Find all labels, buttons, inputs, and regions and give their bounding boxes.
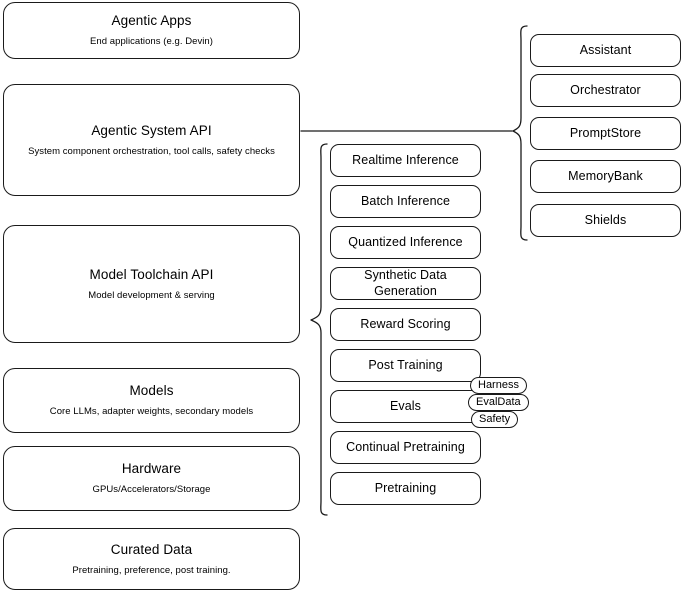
eval-pill-harness[interactable]: Harness bbox=[470, 377, 527, 394]
layer-box-model-toolchain-api[interactable]: Model Toolchain API Model development & … bbox=[3, 225, 300, 343]
capability-post-training[interactable]: Post Training bbox=[330, 349, 481, 382]
component-label: MemoryBank bbox=[568, 168, 643, 183]
layer-title: Agentic System API bbox=[91, 122, 212, 138]
layer-subtitle: End applications (e.g. Devin) bbox=[90, 36, 213, 47]
layer-subtitle: Core LLMs, adapter weights, secondary mo… bbox=[49, 406, 254, 417]
capability-pretraining[interactable]: Pretraining bbox=[330, 472, 481, 505]
component-promptstore[interactable]: PromptStore bbox=[530, 117, 681, 150]
component-label: PromptStore bbox=[569, 125, 642, 140]
layer-subtitle: GPUs/Accelerators/Storage bbox=[92, 484, 211, 495]
component-shields[interactable]: Shields bbox=[530, 204, 681, 237]
eval-pill-label: Safety bbox=[479, 412, 511, 425]
eval-pill-label: Harness bbox=[478, 378, 519, 391]
component-label: Assistant bbox=[579, 42, 632, 57]
capability-label: Realtime Inference bbox=[352, 152, 459, 167]
component-memorybank[interactable]: MemoryBank bbox=[530, 160, 681, 193]
capability-realtime-inference[interactable]: Realtime Inference bbox=[330, 144, 481, 177]
layer-title: Agentic Apps bbox=[111, 13, 192, 29]
layer-box-models[interactable]: Models Core LLMs, adapter weights, secon… bbox=[3, 368, 300, 433]
capability-quantized-inference[interactable]: Quantized Inference bbox=[330, 226, 481, 259]
layer-subtitle: System component orchestration, tool cal… bbox=[28, 145, 275, 157]
capability-label: Quantized Inference bbox=[348, 234, 463, 249]
layer-title: Model Toolchain API bbox=[89, 266, 214, 282]
layer-box-agentic-system-api[interactable]: Agentic System API System component orch… bbox=[3, 84, 300, 196]
capability-label: Continual Pretraining bbox=[346, 439, 465, 454]
right-column-brace bbox=[512, 25, 528, 241]
component-assistant[interactable]: Assistant bbox=[530, 34, 681, 67]
capability-synthetic-data-generation[interactable]: Synthetic Data Generation bbox=[330, 267, 481, 300]
layer-box-curated-data[interactable]: Curated Data Pretraining, preference, po… bbox=[3, 528, 300, 590]
capability-batch-inference[interactable]: Batch Inference bbox=[330, 185, 481, 218]
capability-evals[interactable]: Evals bbox=[330, 390, 481, 423]
component-orchestrator[interactable]: Orchestrator bbox=[530, 74, 681, 107]
capability-continual-pretraining[interactable]: Continual Pretraining bbox=[330, 431, 481, 464]
capability-label: Post Training bbox=[368, 357, 443, 372]
capability-label: Synthetic Data Generation bbox=[364, 267, 447, 298]
capability-label: Batch Inference bbox=[360, 193, 451, 208]
component-label: Shields bbox=[584, 212, 627, 227]
capability-label: Pretraining bbox=[374, 480, 437, 495]
layer-title: Curated Data bbox=[110, 541, 193, 557]
layer-box-hardware[interactable]: Hardware GPUs/Accelerators/Storage bbox=[3, 446, 300, 511]
capability-reward-scoring[interactable]: Reward Scoring bbox=[330, 308, 481, 341]
layer-subtitle: Model development & serving bbox=[88, 289, 215, 301]
eval-pill-safety[interactable]: Safety bbox=[471, 411, 519, 428]
layer-title: Hardware bbox=[121, 461, 182, 477]
eval-pill-label: EvalData bbox=[476, 395, 521, 408]
component-label: Orchestrator bbox=[570, 82, 641, 97]
middle-column-brace bbox=[310, 143, 328, 516]
capability-label: Reward Scoring bbox=[360, 316, 451, 331]
layer-subtitle: Pretraining, preference, post training. bbox=[72, 564, 231, 576]
capability-label: Evals bbox=[389, 398, 422, 413]
eval-pill-evaldata[interactable]: EvalData bbox=[468, 394, 529, 411]
layer-title: Models bbox=[129, 383, 174, 399]
layer-box-agentic-apps[interactable]: Agentic Apps End applications (e.g. Devi… bbox=[3, 2, 300, 59]
